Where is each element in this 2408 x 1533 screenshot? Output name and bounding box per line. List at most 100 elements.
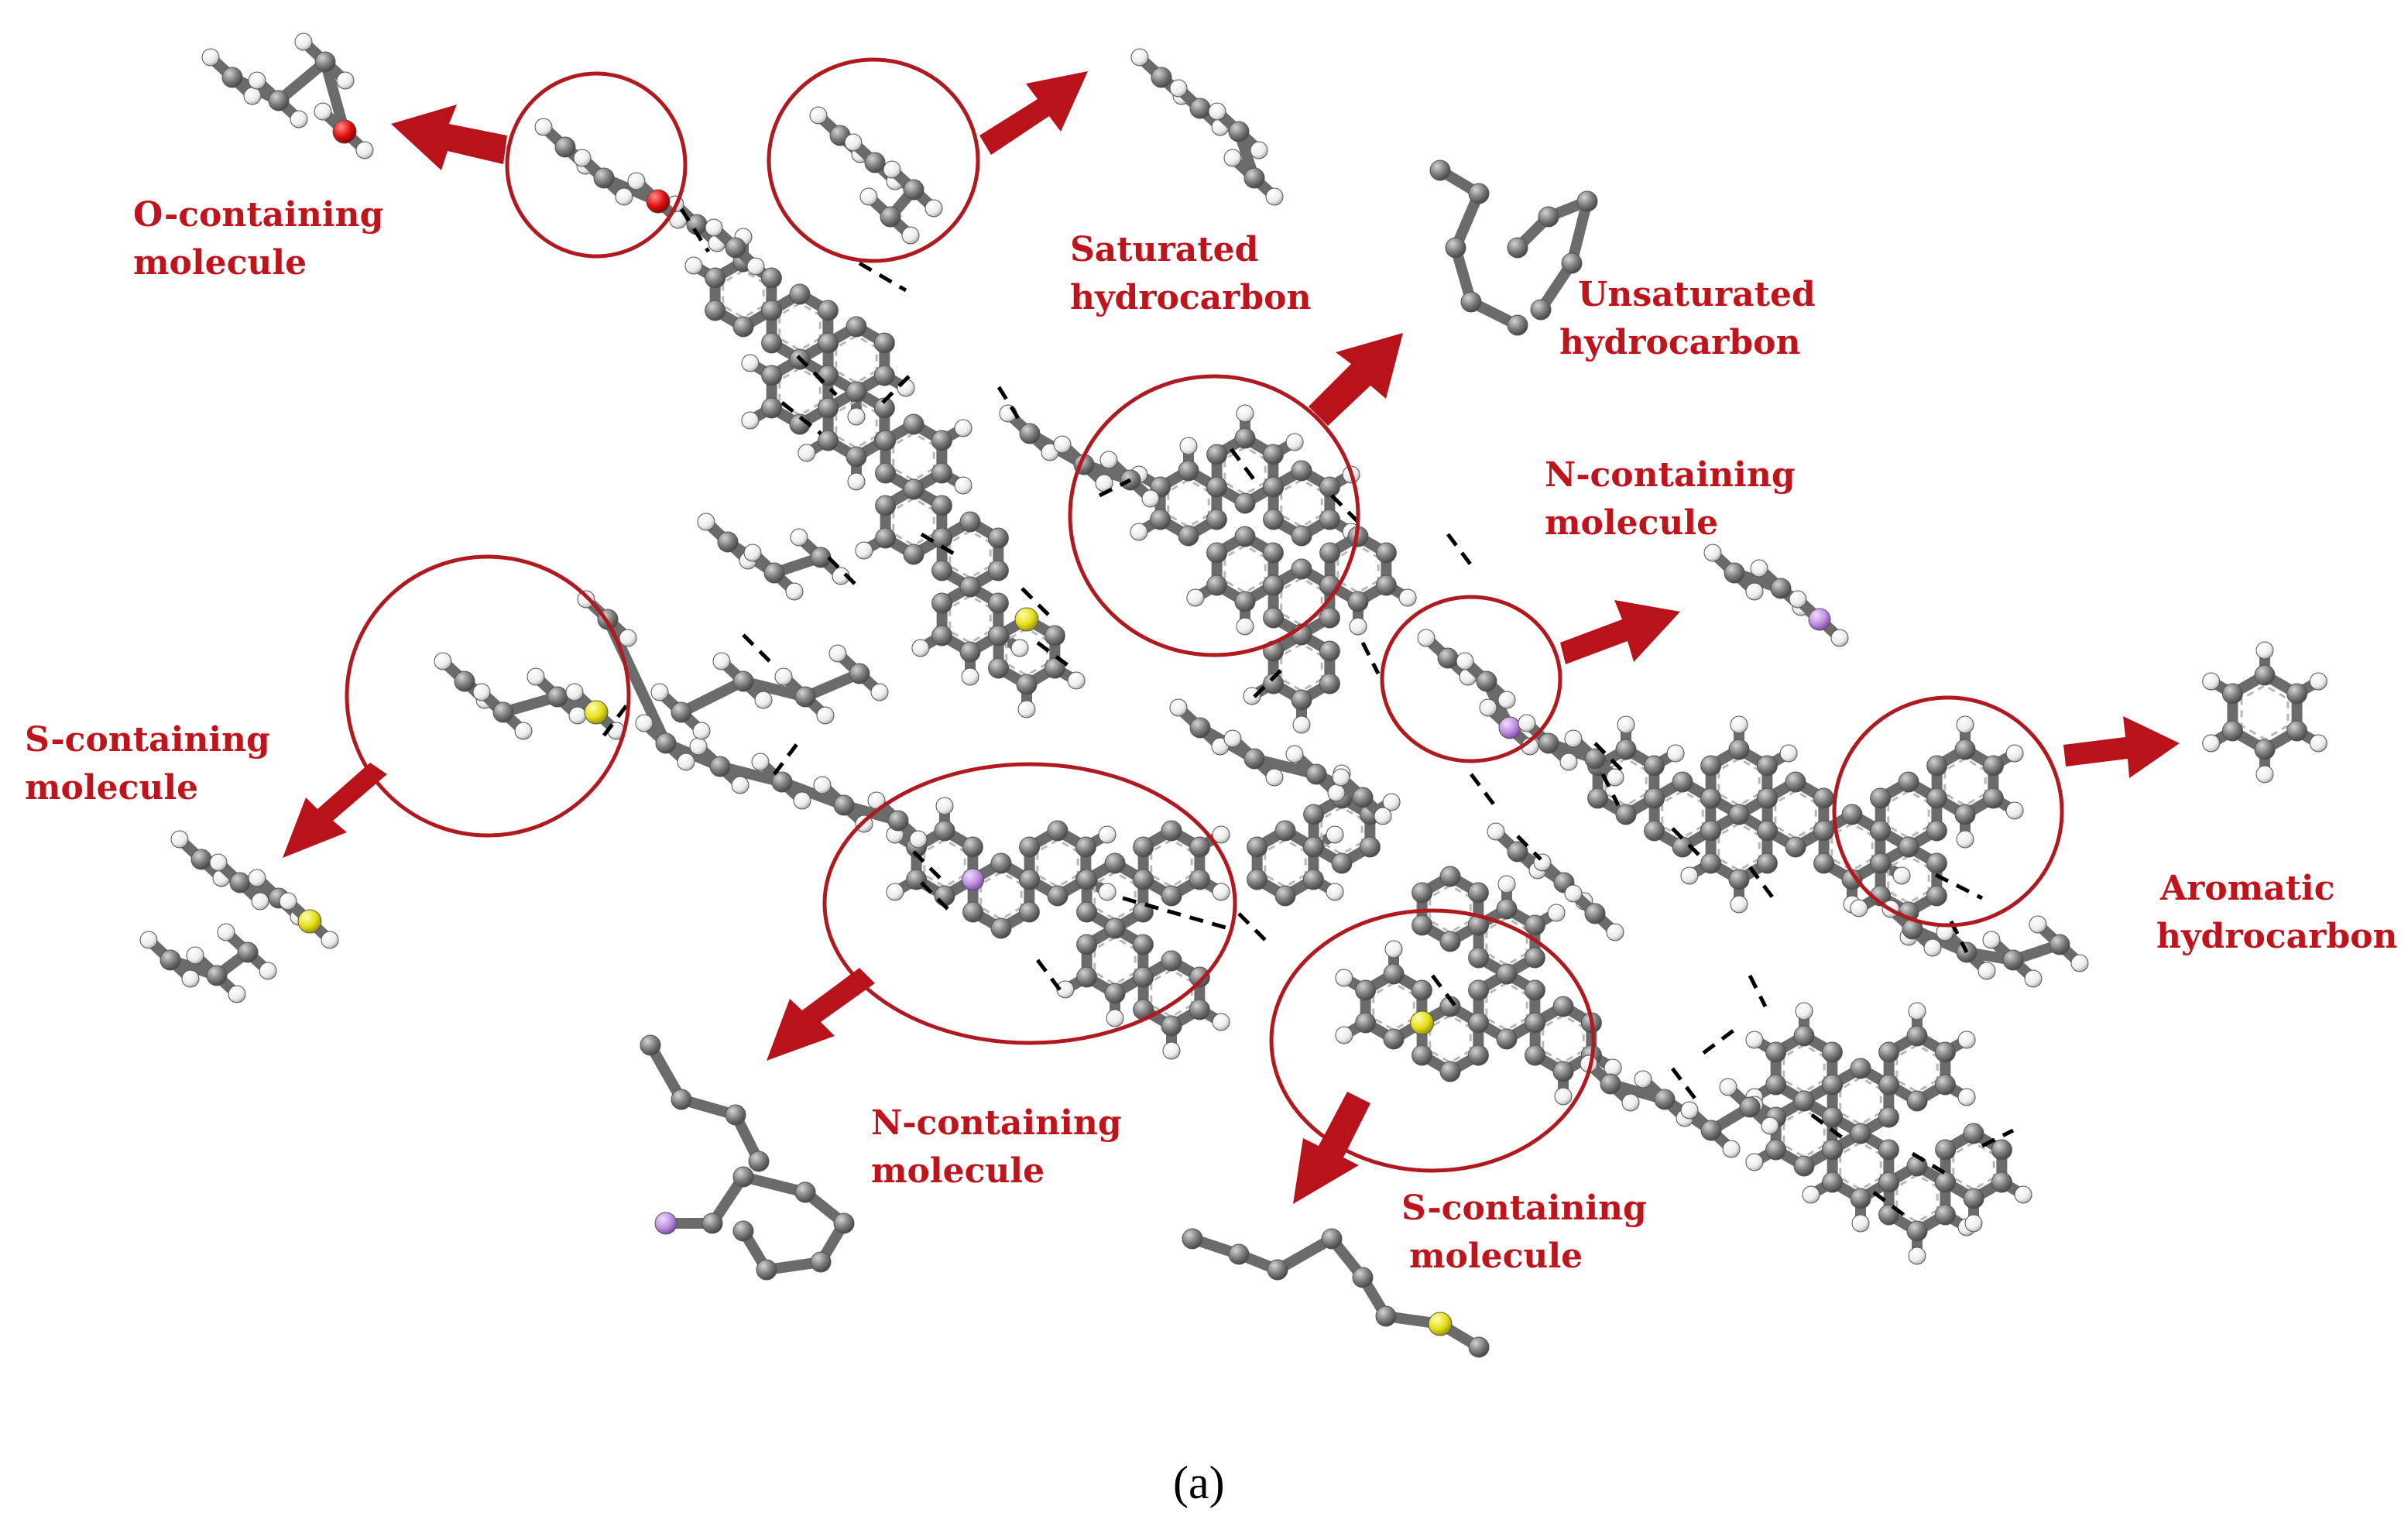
atom-c	[987, 592, 1009, 614]
atom-c	[1352, 1267, 1374, 1288]
atom-h	[886, 883, 904, 901]
atom-c	[1331, 852, 1353, 874]
atom-c	[1728, 869, 1750, 890]
atom-h	[692, 722, 711, 740]
fragment-highlight-circles	[345, 57, 2064, 1173]
atom-s	[297, 909, 322, 934]
atom-c	[1643, 755, 1665, 777]
cleavage-line	[1516, 835, 1542, 861]
atom-c	[1383, 1028, 1405, 1050]
atom-c	[1525, 1044, 1546, 1066]
atom-c	[1878, 1139, 1899, 1161]
atom-c	[761, 397, 783, 419]
atom-c	[1263, 574, 1285, 596]
atom-c	[1524, 947, 1545, 969]
macromolecule-structure	[434, 106, 2089, 1265]
atom-c	[931, 430, 952, 451]
atom-c	[1906, 1025, 1928, 1047]
atom-c	[903, 413, 924, 435]
atom-c	[1319, 542, 1341, 564]
atom-h	[472, 683, 491, 701]
atom-c	[1375, 1305, 1397, 1327]
atom-c	[1319, 476, 1340, 498]
cleavage-line	[1911, 1151, 1953, 1179]
atom-c	[931, 560, 953, 581]
arrow-to-s-containing-left	[283, 763, 387, 858]
atom-s	[1410, 1010, 1435, 1035]
atom-c	[1319, 607, 1340, 629]
cleavage-line	[1098, 478, 1132, 498]
circle-n-containing-bottom	[822, 762, 1237, 1045]
atom-h	[1750, 559, 1768, 578]
atom-c	[761, 365, 783, 386]
atom-c	[1133, 966, 1154, 988]
atom-c	[756, 1259, 777, 1281]
atom-c	[1524, 914, 1545, 936]
cleavage-line	[1470, 773, 1496, 807]
atom-h	[259, 962, 277, 980]
aromatic-ring-inner	[1036, 839, 1079, 888]
atom-c	[655, 732, 677, 754]
atom-c	[1189, 717, 1211, 739]
aromatic-ring-inner	[1485, 982, 1528, 1031]
label-n-containing-bottom-line2: molecule	[871, 1151, 1044, 1191]
atom-c	[1243, 748, 1265, 770]
atom-h	[434, 652, 452, 670]
atom-h	[217, 923, 235, 941]
bond	[676, 676, 749, 718]
atom-h	[1212, 883, 1230, 901]
atom-c	[1615, 804, 1637, 825]
atom-c	[1507, 314, 1528, 336]
atom-c	[2221, 720, 2243, 742]
atom-h	[577, 590, 595, 609]
atom-c	[1576, 190, 1598, 212]
atom-c	[849, 663, 870, 684]
cleavage-line	[1600, 773, 1621, 807]
atom-c	[237, 941, 259, 963]
atom-c	[1822, 1074, 1844, 1096]
atom-h	[1745, 1153, 1764, 1171]
cleavage-line	[920, 881, 954, 915]
atom-h	[743, 544, 762, 562]
atom-c	[1756, 755, 1778, 777]
atom-c	[1133, 869, 1154, 890]
aromatic-ring-inner	[1895, 1044, 1939, 1093]
atom-c	[1263, 607, 1285, 629]
atom-c	[2286, 683, 2308, 705]
atom-c	[725, 237, 746, 259]
atom-c	[1161, 820, 1182, 842]
atom-c	[1019, 423, 1041, 444]
atom-h	[1208, 102, 1226, 121]
aromatic-ring-inner	[1429, 1014, 1472, 1064]
atom-h	[1349, 617, 1367, 636]
fragment-n-containing-molecule-top	[1703, 544, 1849, 647]
atom-c	[2254, 664, 2276, 686]
cleavage-line	[1237, 912, 1271, 946]
aromatic-ring-inner	[1542, 1014, 1585, 1064]
atom-h	[248, 71, 266, 90]
atom-c	[875, 527, 897, 549]
atom-c	[1935, 1139, 1957, 1161]
atom-c	[1262, 542, 1284, 564]
atom-h	[1621, 1093, 1640, 1112]
cleavage-line	[780, 401, 822, 435]
atom-h	[2024, 969, 2043, 988]
atom-c	[817, 365, 839, 386]
atom-c	[771, 771, 793, 793]
atom-c	[875, 430, 897, 451]
aromatic-ring-inner	[979, 871, 1023, 921]
atom-h	[754, 691, 773, 709]
atom-h	[1518, 714, 1536, 732]
atom-h	[228, 985, 246, 1003]
atom-c	[1383, 963, 1405, 985]
atom-c	[817, 300, 839, 321]
atom-c	[846, 381, 867, 403]
atom-h	[1957, 1031, 1976, 1049]
atom-c	[1934, 1074, 1956, 1096]
atom-h	[746, 257, 765, 276]
atom-c	[1305, 763, 1327, 785]
atom-c	[1189, 98, 1211, 119]
cleavage-line	[920, 532, 962, 560]
atom-c	[1247, 836, 1268, 858]
atom-h	[1067, 671, 1086, 690]
